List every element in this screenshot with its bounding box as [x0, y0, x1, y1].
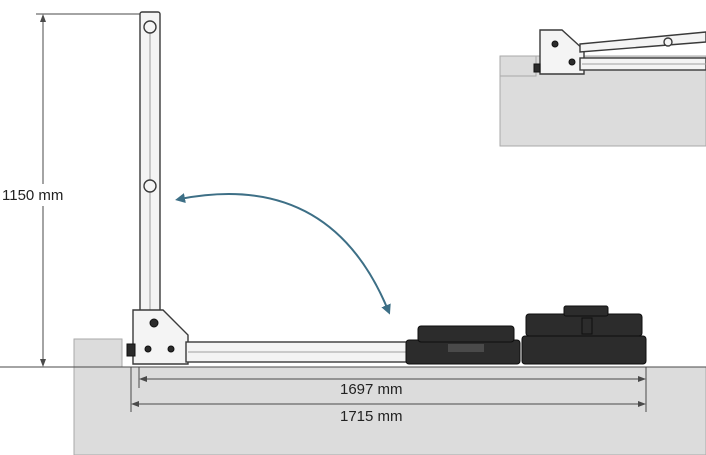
bracket-bolt-icon	[144, 345, 152, 353]
folded-position-inset	[499, 29, 706, 147]
fold-rotation-arrow	[175, 193, 391, 315]
counterweights	[405, 305, 647, 365]
top-pivot-icon	[143, 20, 157, 34]
inner-length-label: 1697 mm	[340, 381, 403, 398]
height-label: 1150 mm	[2, 187, 63, 204]
base-bracket	[126, 309, 189, 365]
height-dimension: 1150 mm	[0, 13, 146, 367]
outer-length-label: 1715 mm	[340, 408, 403, 425]
mid-clamp-icon	[143, 179, 157, 193]
bracket-bolt-icon	[149, 318, 159, 328]
bracket-bolt-icon	[167, 345, 175, 353]
parapet-upstand	[73, 338, 123, 368]
base-rail	[185, 341, 411, 363]
length-dimensions: 1697 mm 1715 mm	[130, 367, 647, 425]
upright-post	[139, 11, 161, 321]
